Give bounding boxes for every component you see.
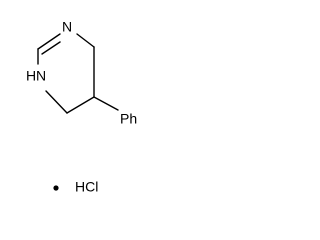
phenyl-label: Ph <box>120 111 137 127</box>
bond-c2-n3-double <box>41 41 61 55</box>
bond-c5-ph <box>93 96 119 111</box>
salt-dot <box>53 185 59 191</box>
counterion-label: HCl <box>75 179 98 195</box>
atom-n3-label: N <box>62 19 72 35</box>
atom-n1-label: N <box>36 68 46 84</box>
bond-c5-c6 <box>66 96 95 114</box>
ring-bonds <box>37 33 119 114</box>
atom-n1-h-label: H <box>26 68 36 84</box>
bond-c2-n3 <box>37 33 61 50</box>
bond-n3-c4 <box>76 33 95 48</box>
chemical-structure: N H N Ph HCl <box>26 19 137 195</box>
bond-c6-n1 <box>45 90 68 114</box>
